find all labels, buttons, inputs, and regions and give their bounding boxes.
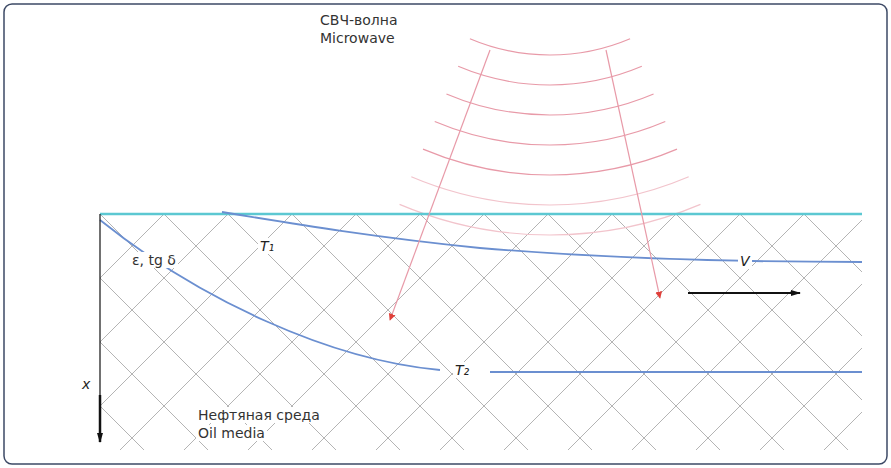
microwave-wavefronts [400,39,701,235]
microwave-ray [390,50,490,320]
isotherm-label: T₁ [258,238,276,254]
oil-hatching [100,214,862,450]
depth-axis-arrow [99,395,102,442]
medium-label: Oil media [196,425,267,441]
velocity-arrow [688,292,800,294]
property-label: ε, tg δ [130,252,178,268]
microwave-label: СВЧ-волна [318,12,400,28]
frame [4,4,887,464]
wavefront-arc [446,94,653,115]
depth-axis [99,214,100,442]
isotherm-t2 [490,371,862,373]
axis-label: x [80,376,92,392]
microwave-ray [606,50,660,298]
wavefront-arc [458,66,642,85]
microwave-label: Microwave [318,30,397,46]
surface-line [100,213,862,216]
velocity-label: V [738,253,752,269]
isotherm-t2 [100,220,440,370]
wavefront-arc [400,204,701,235]
wavefront-arc [423,149,677,175]
isotherm-label: T₂ [453,362,471,378]
wavefront-arc [411,177,688,205]
isotherm-t1 [222,212,862,262]
wavefront-arc [435,122,666,145]
medium-label: Нефтяная среда [196,407,322,423]
